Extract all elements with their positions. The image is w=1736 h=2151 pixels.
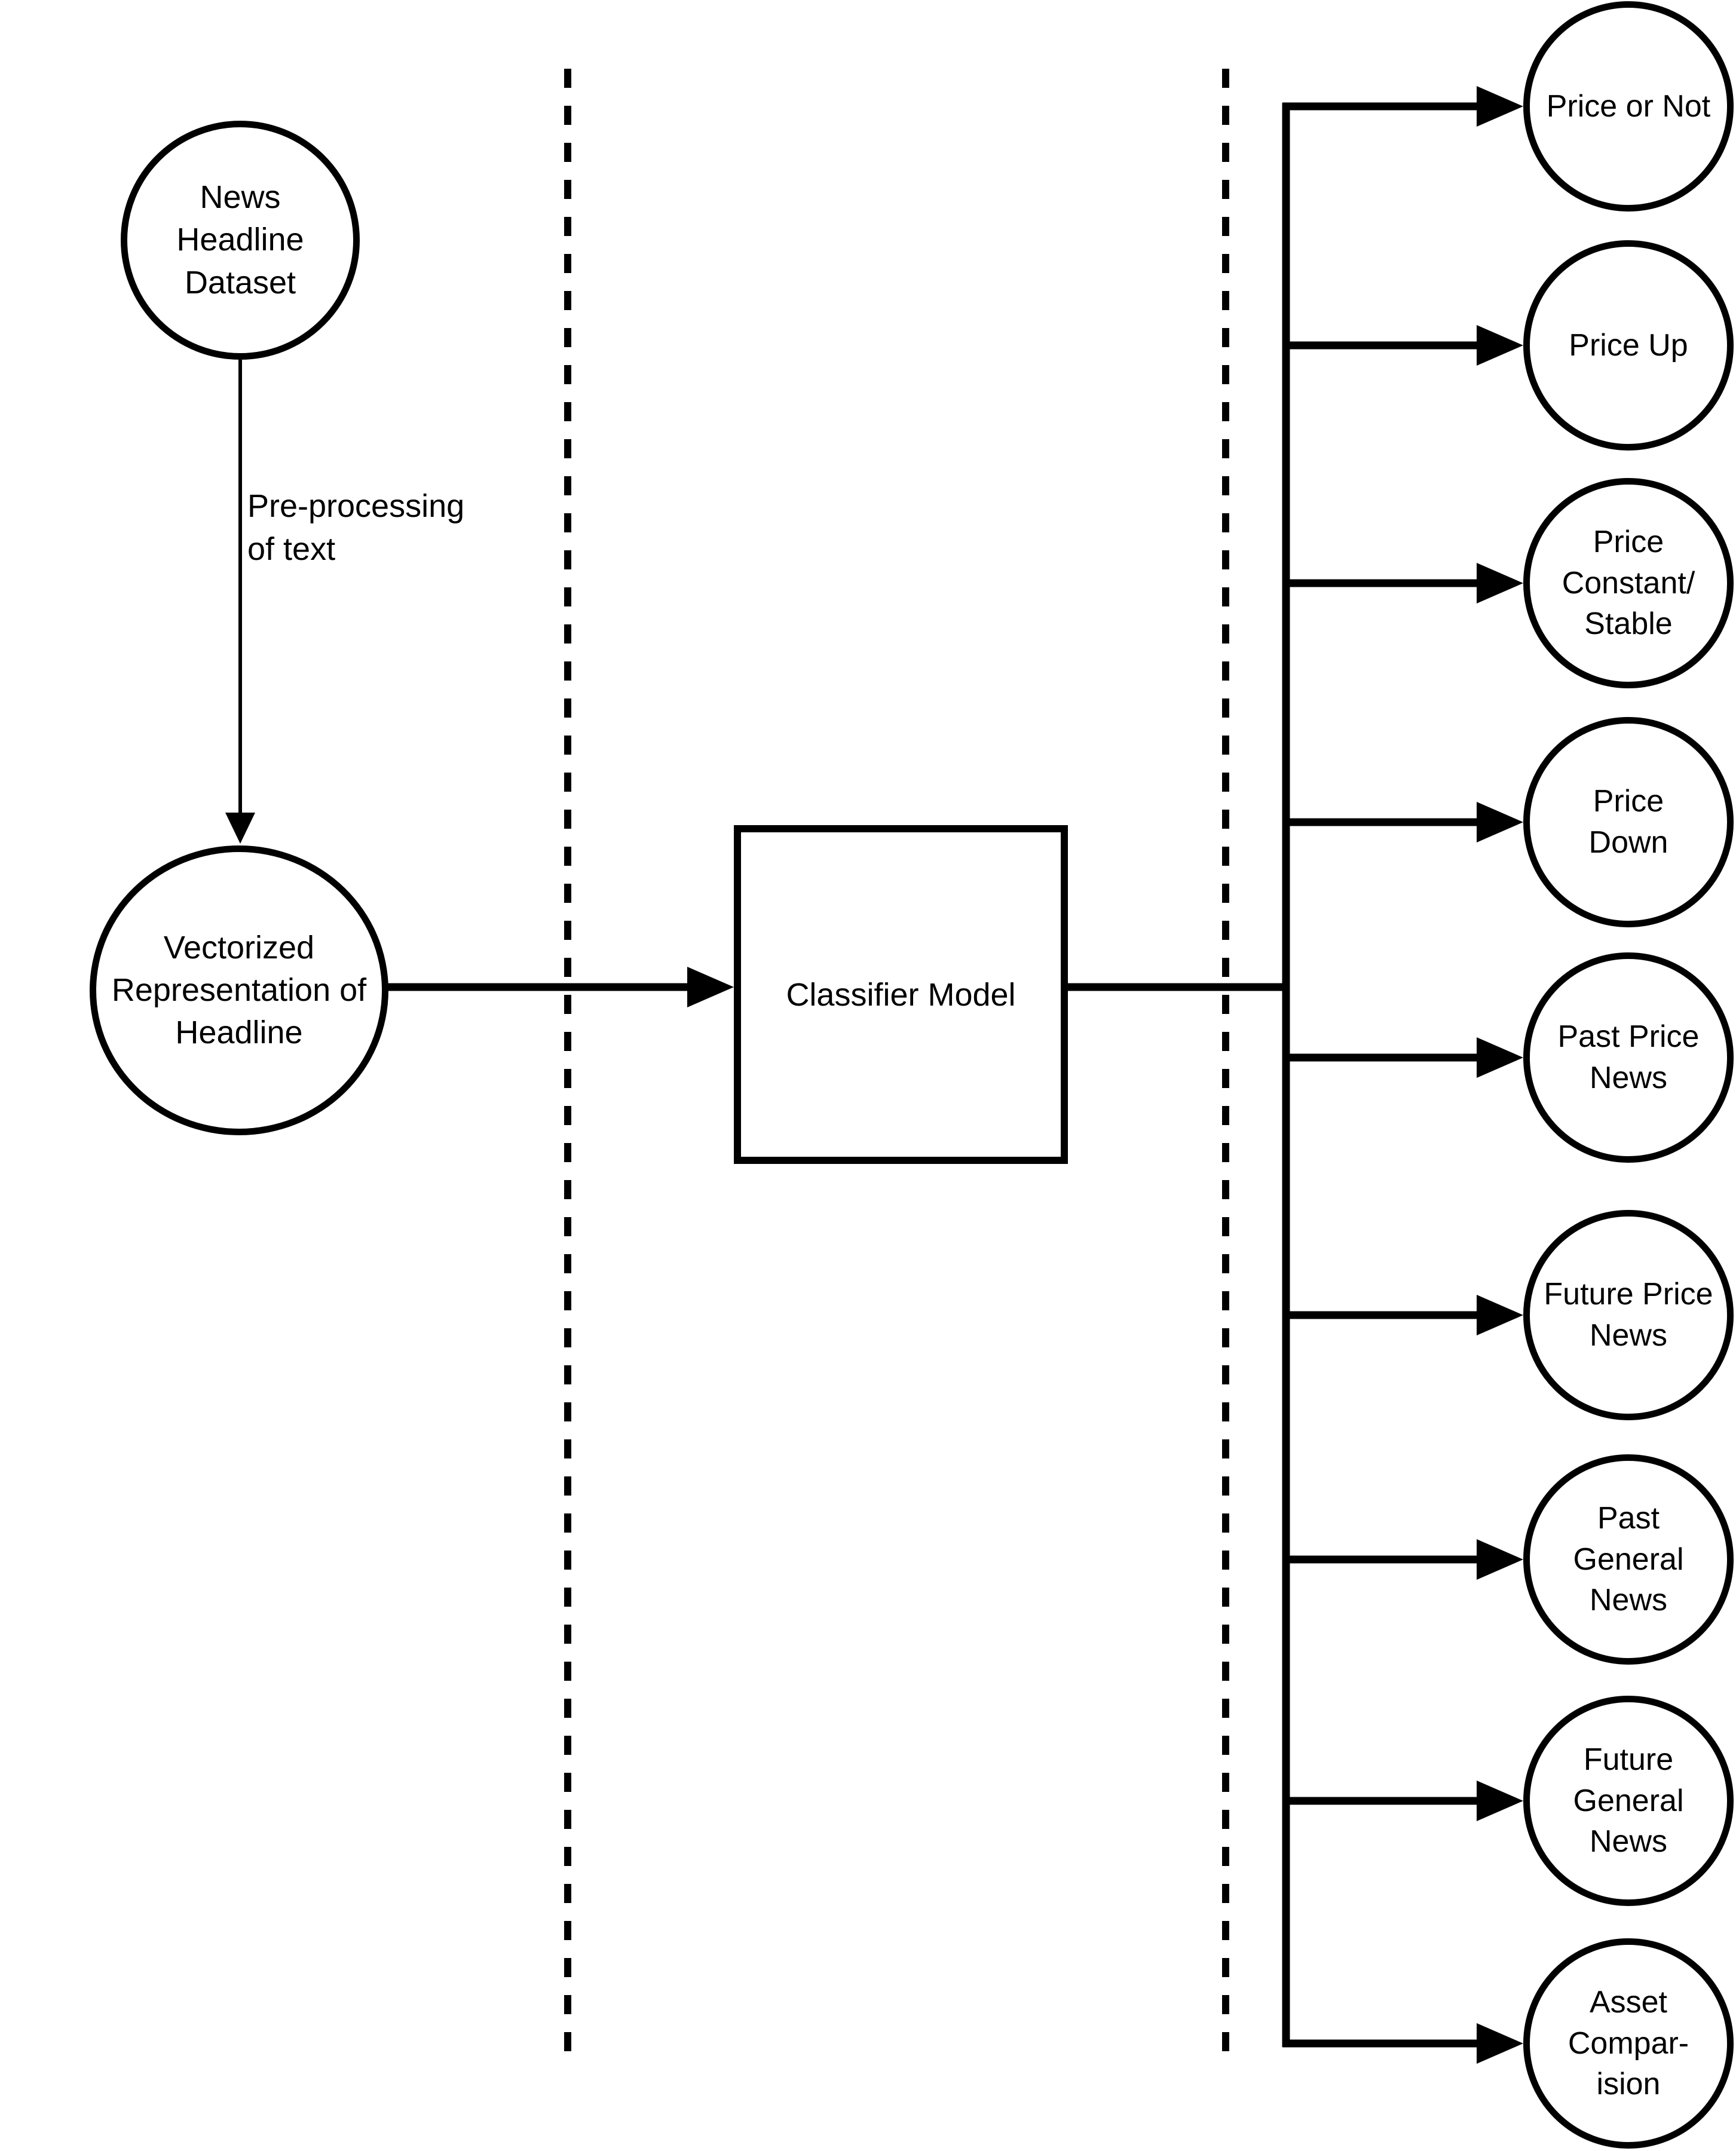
node-price-up: Price Up bbox=[1523, 240, 1734, 451]
node-news-headline-dataset: News Headline Dataset bbox=[121, 121, 360, 360]
node-asset-comparision: Asset Compar- ision bbox=[1523, 1938, 1734, 2149]
branch-arrows bbox=[1282, 86, 1523, 2064]
classifier-model-box: Classifier Model bbox=[734, 825, 1068, 1164]
node-future-price-news: Future Price News bbox=[1523, 1210, 1734, 1420]
node-price-or-not: Price or Not bbox=[1523, 1, 1734, 212]
node-past-general-news: Past General News bbox=[1523, 1454, 1734, 1665]
node-price-down: Price Down bbox=[1523, 717, 1734, 927]
edge-label-preprocessing: Pre-processing of text bbox=[247, 488, 465, 567]
arrowhead-vector-to-classifier bbox=[687, 967, 734, 1007]
node-future-general-news: Future General News bbox=[1523, 1696, 1734, 1906]
node-vectorized-representation: Vectorized Representation of Headline bbox=[90, 845, 388, 1135]
node-price-constant-stable: Price Constant/ Stable bbox=[1523, 478, 1734, 688]
arrowhead-preprocessing bbox=[225, 813, 255, 844]
node-past-price-news: Past Price News bbox=[1523, 952, 1734, 1163]
